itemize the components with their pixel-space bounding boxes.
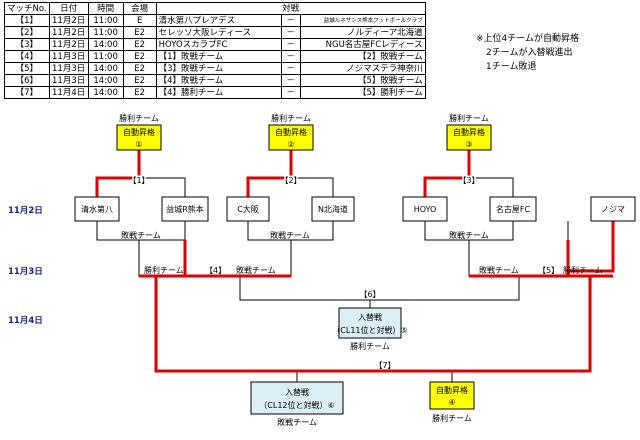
match-label: 【6】: [359, 290, 380, 299]
team-name: C大阪: [237, 204, 259, 214]
loser-label: 敗戦チーム: [277, 417, 317, 427]
playoff-box: 入替戦 （CL12位と対戦）⑥: [250, 381, 344, 415]
auto-label: 自動昇格: [123, 127, 155, 137]
match-label-halo: 【2】: [280, 176, 301, 185]
loser-label: 敗戦チーム: [479, 265, 519, 275]
winner-label: 勝利チーム: [350, 341, 390, 351]
venue-cell: E2: [122, 86, 157, 99]
auto-promotion-box: 自動昇格 ④: [429, 381, 475, 410]
notes: ※上位4チームが自動昇格 2チームが入替戦進出 1チーム敗退: [476, 32, 579, 74]
team-box: C大阪: [226, 196, 270, 222]
auto-promotion-box: 自動昇格 ①: [116, 124, 162, 151]
match-no-cell: 【7】: [4, 86, 50, 99]
note-line: 2チームが入替戦進出: [486, 48, 573, 58]
match-label: 【5】: [538, 266, 559, 275]
loser-label: 敗戦チーム: [270, 230, 310, 240]
match-label: 【4】: [205, 266, 226, 275]
auto-number: ①: [135, 140, 142, 149]
auto-label: 自動昇格: [453, 127, 485, 137]
match-label: 【1】: [128, 176, 149, 185]
match-label: 【3】: [458, 176, 479, 185]
team-box: 清水第八: [74, 196, 120, 222]
auto-caption: 勝利チーム: [432, 413, 472, 423]
match-label-halo: 【3】: [458, 176, 479, 185]
playoff-title: 入替戦: [285, 387, 309, 397]
team-box: HOYO: [402, 196, 448, 222]
auto-caption: 勝利チーム: [271, 113, 311, 123]
team-box: N北海道: [311, 196, 355, 222]
auto-promotion-box: 自動昇格 ②: [268, 124, 314, 151]
note-line: 1チーム敗退: [486, 62, 537, 72]
away-team-cell: 【5】勝利チーム: [299, 86, 426, 99]
playoff-box: 入替戦 （CL11位と対戦）⑤: [332, 307, 408, 339]
date-label: 11月3日: [8, 267, 43, 277]
winner-label: 勝利チーム: [563, 265, 603, 275]
auto-number: ③: [465, 140, 472, 149]
team-box: 益城R熊本: [161, 196, 209, 222]
date-label: 11月4日: [8, 316, 43, 326]
match-label-halo: 【1】: [128, 176, 149, 185]
winner-paths: [95, 150, 615, 373]
team-name: HOYO: [414, 205, 437, 214]
schedule-header-row: マッチNo. 日付 時間 会場 対戦: [4, 2, 426, 15]
date-label: 11月2日: [8, 206, 43, 216]
team-name: 清水第八: [81, 204, 113, 214]
auto-label: 自動昇格: [436, 385, 468, 395]
auto-caption: 勝利チーム: [119, 113, 159, 123]
playoff-sub: （CL11位と対戦）⑤: [332, 325, 407, 335]
team-name: 益城R熊本: [166, 204, 204, 214]
team-name: ノジマ: [601, 205, 625, 214]
team-name: 名古屋FC: [496, 204, 531, 214]
loser-label: 敗戦チーム: [236, 265, 276, 275]
winner-label: 勝利チーム: [144, 265, 184, 275]
match-label: 【2】: [280, 176, 301, 185]
auto-number: ②: [287, 140, 294, 149]
note-line: ※上位4チームが自動昇格: [476, 34, 579, 44]
auto-promotion-box: 自動昇格 ③: [446, 124, 492, 151]
loser-label: 敗戦チーム: [449, 230, 489, 240]
team-box: ノジマ: [590, 196, 636, 222]
auto-caption: 勝利チーム: [449, 113, 489, 123]
auto-label: 自動昇格: [275, 127, 307, 137]
loser-label: 敗戦チーム: [121, 230, 161, 240]
playoff-title: 入替戦: [358, 312, 382, 322]
playoff-sub: （CL12位と対戦）⑥: [259, 400, 334, 410]
team-box: 名古屋FC: [489, 196, 537, 222]
auto-number: ④: [448, 398, 455, 407]
team-name: N北海道: [318, 204, 348, 214]
match-label: 【7】: [374, 361, 395, 370]
